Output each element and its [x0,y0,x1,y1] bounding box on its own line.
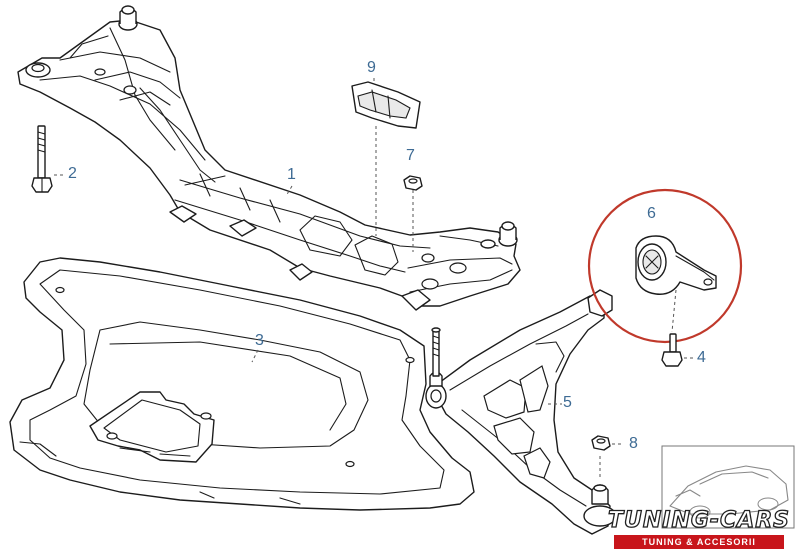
vehicle-thumbnail [661,445,795,529]
callout-7: 7 [406,147,415,164]
underbody-cover-part [9,257,475,511]
logo-main-text: TUNING-CARS [607,507,790,533]
callout-2: 2 [68,165,77,182]
bracket-plate-part [351,78,421,236]
short-bolt-part [661,333,694,367]
lower-nut-part [591,435,624,451]
logo-sub-text: TUNING & ACCESORII [614,535,784,549]
bushing-bracket-part [635,235,717,333]
long-bolt-part [31,125,64,193]
tuning-cars-logo: TUNING-CARS TUNING & ACCESORII [580,507,790,552]
callout-8: 8 [629,435,638,452]
callout-6: 6 [647,205,656,222]
callout-1: 1 [287,166,296,183]
highlight-circle [587,188,743,344]
callout-3: 3 [255,332,264,349]
callout-9: 9 [367,59,376,76]
callout-5: 5 [563,394,572,411]
subframe-part [17,5,521,311]
upper-nut-part [403,175,423,252]
callout-4: 4 [697,349,706,366]
control-arm-part [425,289,617,535]
